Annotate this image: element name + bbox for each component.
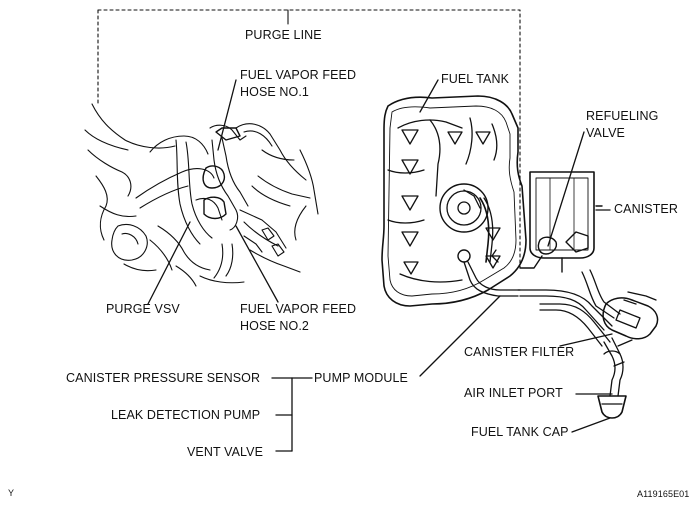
label-fuel-vapor-feed-hose-1-line2: HOSE NO.1 <box>240 85 309 99</box>
pump-module-leader <box>419 295 501 377</box>
fuel-tank-leader <box>419 79 439 113</box>
label-fuel-tank-cap: FUEL TANK CAP <box>471 425 569 439</box>
label-purge-vsv: PURGE VSV <box>106 302 180 316</box>
refueling-valve-leader <box>547 131 585 247</box>
fuel-tank-cap-leader <box>571 417 611 433</box>
label-fuel-tank: FUEL TANK <box>441 72 510 86</box>
label-leak-detection-pump: LEAK DETECTION PUMP <box>111 408 261 422</box>
engine-compartment-sketch <box>84 103 319 287</box>
label-vent-valve: VENT VALVE <box>187 445 264 459</box>
label-fuel-vapor-feed-hose-1-line1: FUEL VAPOR FEED <box>240 68 357 82</box>
corner-mark-left: Y <box>8 488 15 498</box>
label-refueling-valve-line2: VALVE <box>586 126 625 140</box>
purge-line-route <box>97 9 521 269</box>
label-canister-filter: CANISTER FILTER <box>464 345 575 359</box>
canister-drawing <box>519 171 603 273</box>
filler-pipes-drawing <box>517 269 659 419</box>
feed-hose-2-leader <box>235 225 279 303</box>
pump-module-bracket <box>271 377 313 452</box>
label-refueling-valve-line1: REFUELING <box>586 109 659 123</box>
label-fuel-vapor-feed-hose-2-line1: FUEL VAPOR FEED <box>240 302 357 316</box>
figure-code: A119165E01 <box>637 489 690 499</box>
canister-filter-leader <box>559 333 613 347</box>
label-purge-line: PURGE LINE <box>245 28 322 42</box>
feed-hose-1-leader <box>217 79 237 151</box>
fuel-tank-drawing <box>381 95 527 307</box>
label-pump-module: PUMP MODULE <box>314 371 408 385</box>
label-canister-pressure-sensor: CANISTER PRESSURE SENSOR <box>66 371 261 385</box>
label-fuel-vapor-feed-hose-2-line2: HOSE NO.2 <box>240 319 309 333</box>
label-canister: CANISTER <box>614 202 679 216</box>
purge-vsv-leader <box>147 221 191 305</box>
label-air-inlet-port: AIR INLET PORT <box>464 386 563 400</box>
